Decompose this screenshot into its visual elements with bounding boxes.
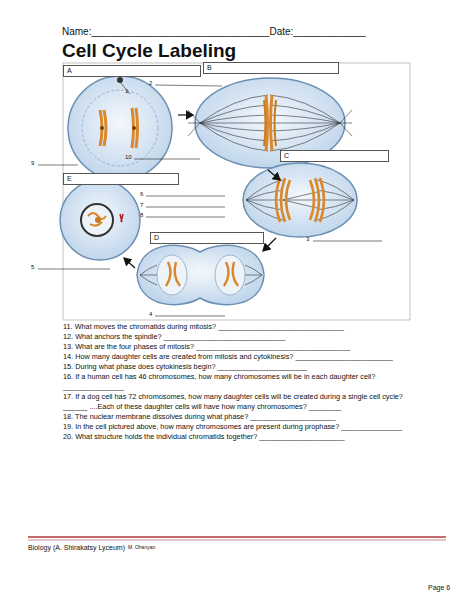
callout-number: 9 — [31, 160, 34, 167]
callout-number: 4 — [149, 311, 152, 318]
spindle-fibre — [200, 115, 268, 123]
label-box: B — [203, 62, 339, 74]
question: 17. If a dog cell has 72 chromosomes, ho… — [63, 392, 423, 412]
spindle-fibre — [246, 200, 283, 201]
leader-lines — [38, 82, 382, 316]
label-box: E — [63, 173, 179, 185]
footer-rule — [28, 540, 446, 541]
spindle-fibre — [140, 275, 157, 285]
box-letter: C — [281, 151, 388, 161]
question: 13. What are the four phases of mitosis?… — [63, 342, 423, 352]
spindle-fibre — [270, 105, 340, 123]
spindle-fibre — [188, 123, 200, 136]
spindle-fibre — [283, 200, 317, 208]
anaphase-cell — [243, 163, 357, 237]
spindle-fibre — [200, 95, 268, 123]
callout-number: 5 — [31, 264, 34, 271]
spindle-fibre — [270, 115, 340, 123]
question: 12. What anchors the spindle? __________… — [63, 332, 423, 342]
label-box: C — [280, 150, 389, 162]
box-letter: D — [151, 233, 263, 243]
spindle-fibre — [200, 123, 268, 141]
box-letter: A — [64, 66, 200, 76]
label-box: D — [150, 232, 264, 244]
spindle-fibre — [200, 123, 268, 124]
footer-author: M. Ohanyan — [128, 545, 155, 551]
callout-number: 3 — [306, 236, 309, 243]
label-box: A — [63, 65, 201, 77]
callout-number: 1 — [125, 88, 128, 95]
question: 15. During what phase does cytokinesis b… — [63, 362, 423, 372]
spindle-fibre — [245, 275, 262, 276]
question-list: 11. What moves the chromatids during mit… — [63, 322, 423, 442]
spindle-fibre — [188, 123, 200, 124]
callout-number: 6 — [140, 191, 143, 198]
spindle-fibre — [140, 265, 157, 275]
callout-number: 8 — [140, 212, 143, 219]
footer-rule — [28, 536, 446, 538]
spindle-fibre — [245, 265, 262, 275]
spindle-fibre — [245, 275, 262, 285]
spindle-fibre — [340, 123, 352, 124]
question: 18. The nuclear membrane dissolves durin… — [63, 412, 423, 422]
stage-arrows — [94, 115, 280, 268]
callout-number: 7 — [140, 202, 143, 209]
callout-number: 10 — [125, 154, 132, 161]
page-number: Page 6 — [428, 584, 450, 592]
spindle-fibre — [270, 95, 340, 123]
prophase-cell — [68, 76, 172, 180]
spindle-fibre — [340, 123, 352, 136]
worksheet-title: Cell Cycle Labeling — [62, 41, 236, 62]
question: 19. In the cell pictured above, how many… — [63, 422, 423, 432]
box-letter: E — [64, 174, 178, 184]
interphase-cell — [60, 180, 140, 260]
spindle-fibre — [188, 110, 200, 123]
spindle-fibre — [317, 200, 354, 201]
spindle-fibre — [270, 123, 340, 141]
spindle-fibre — [200, 123, 268, 151]
footer-text: Biology (A. Shirakatsy Lyceum) — [28, 544, 125, 552]
spindle-fibre — [340, 110, 352, 123]
spindle-fibre — [283, 192, 317, 200]
box-letter: B — [204, 63, 338, 73]
spindle-fibre — [270, 123, 340, 151]
spindle-fibre — [283, 200, 317, 201]
callout-number: 2 — [149, 80, 152, 87]
spindle-fibre — [200, 105, 268, 123]
question: 16. If a human cell has 46 chromosomes, … — [63, 372, 423, 392]
question: 20. What structure holds the individual … — [63, 432, 423, 442]
telophase-cell — [137, 245, 264, 304]
question: 11. What moves the chromatids during mit… — [63, 322, 423, 332]
question: 14. How many daughter cells are created … — [63, 352, 423, 362]
spindle-fibre — [140, 275, 157, 276]
header-line: Name:________________________________Dat… — [62, 26, 366, 37]
spindle-fibre — [270, 123, 340, 124]
